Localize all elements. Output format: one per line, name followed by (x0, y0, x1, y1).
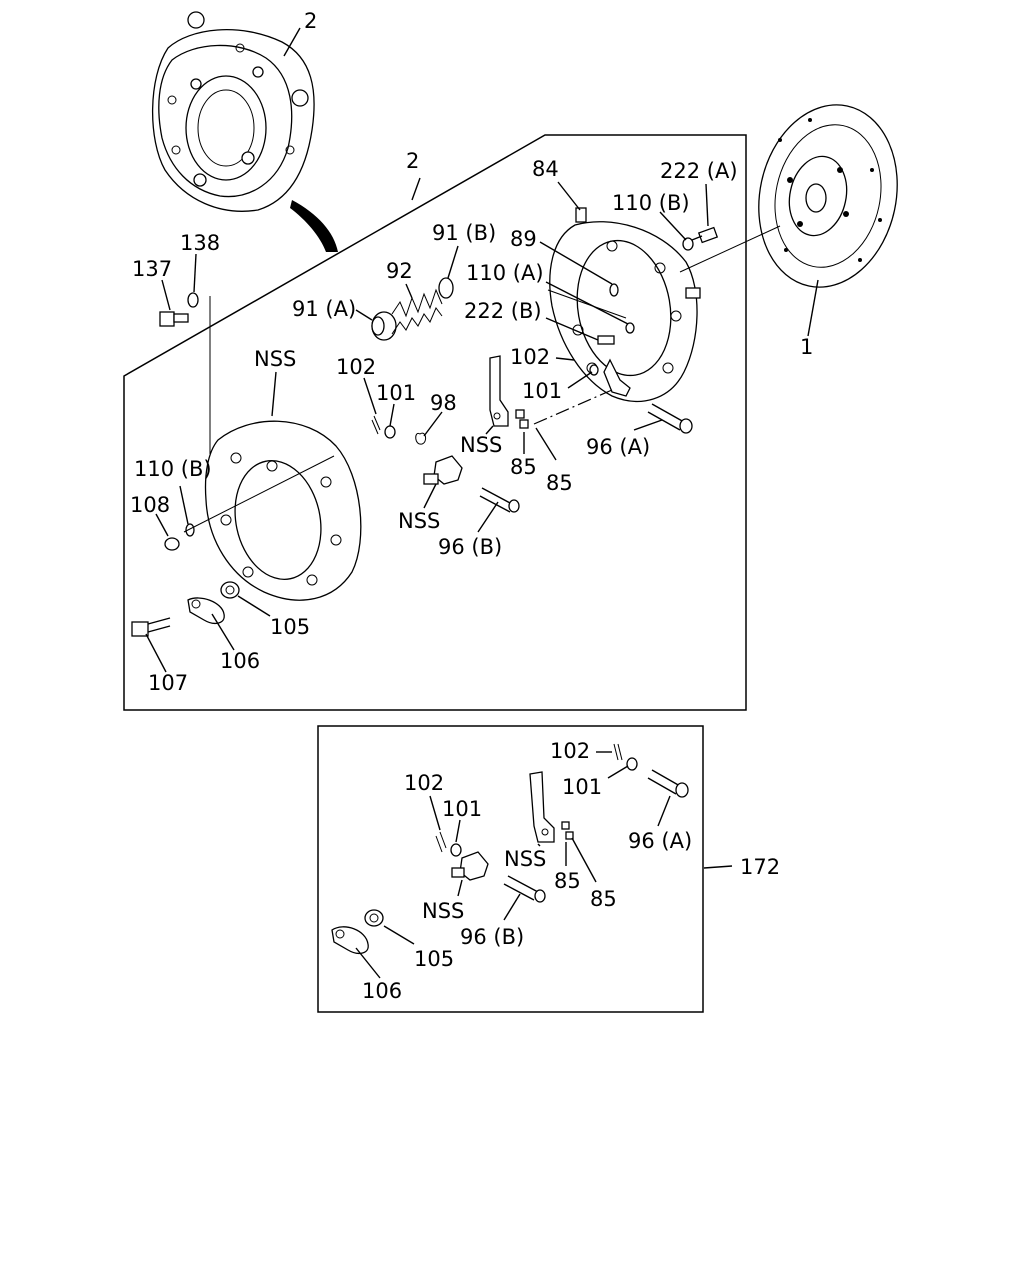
callout-labels: 2 2 84 222 (A) 110 (B) 91 (B) 89 92 110 … (130, 9, 813, 1003)
washer-101-main (384, 425, 396, 439)
callout-222a: 222 (A) (660, 159, 738, 183)
pin-96b (479, 487, 520, 513)
callout-110b-left: 110 (B) (134, 457, 212, 481)
callout-105-kit: 105 (414, 947, 454, 971)
callout-137: 137 (132, 257, 172, 281)
callout-85-right: 85 (546, 471, 573, 495)
callout-85-kit-right: 85 (590, 887, 617, 911)
spring-92 (391, 288, 443, 335)
callout-91a: 91 (A) (292, 297, 356, 321)
callout-102-main: 102 (336, 355, 376, 379)
callout-101-right: 101 (522, 379, 562, 403)
callout-1: 1 (800, 335, 813, 359)
callout-98: 98 (430, 391, 457, 415)
bolt-222b (597, 335, 615, 345)
washer-110a (625, 322, 635, 334)
repair-kit-frame (317, 725, 704, 1013)
washer-91b (438, 277, 454, 299)
washer-110b-left (185, 523, 195, 537)
callout-85-left: 85 (510, 455, 537, 479)
callout-107: 107 (148, 671, 188, 695)
callout-101-kit: 101 (442, 797, 482, 821)
callout-96b-main: 96 (B) (438, 535, 502, 559)
callout-101-main: 101 (376, 381, 416, 405)
callout-102-kit: 102 (404, 771, 444, 795)
kit-lever-nss (529, 771, 555, 843)
callout-110a: 110 (A) (466, 261, 544, 285)
eye-bolt-nss (423, 455, 463, 485)
pins-85 (515, 409, 529, 429)
callout-91b: 91 (B) (432, 221, 496, 245)
bolt-222a (691, 226, 719, 244)
washer-110b-top (682, 237, 694, 251)
main-assembly-frame (123, 134, 747, 711)
kit-eye-bolt-nss (451, 851, 489, 881)
assembly-center-lines (183, 225, 781, 533)
callout-101-kit-top: 101 (562, 775, 602, 799)
callout-105-main: 105 (270, 615, 310, 639)
kit-cotter-pin-102 (435, 831, 447, 853)
kit-washer-101 (450, 843, 462, 857)
plate-106-main (187, 597, 225, 625)
callout-106-kit: 106 (362, 979, 402, 1003)
leader-lines (145, 27, 819, 979)
kit-pins-85 (561, 821, 574, 840)
pressure-plate-assembly-view (151, 11, 315, 212)
lever-nss (489, 355, 509, 427)
callout-96a-kit: 96 (A) (628, 829, 692, 853)
kit-plate-106 (331, 926, 369, 955)
callout-92: 92 (386, 259, 413, 283)
pin-96a (647, 403, 693, 434)
flywheel-housing (204, 420, 362, 601)
kit-pin-96b (503, 875, 546, 903)
callout-2-top: 2 (304, 9, 317, 33)
exploded-view-arrow (290, 200, 338, 252)
pressure-plate-cover (549, 207, 701, 403)
callout-89: 89 (510, 227, 537, 251)
release-bearing-91a (371, 311, 397, 341)
callout-110b-top: 110 (B) (612, 191, 690, 215)
callout-2-main: 2 (406, 149, 419, 173)
callout-172: 172 (740, 855, 780, 879)
kit-pin-96a (647, 769, 689, 798)
callout-nss-lever: NSS (460, 433, 502, 457)
callout-96b-kit: 96 (B) (460, 925, 524, 949)
spring-clip-98 (415, 432, 427, 445)
kit-washer-101-top (626, 757, 638, 771)
nut-108 (164, 537, 180, 551)
washer-89 (609, 283, 619, 297)
nut-105-main (220, 581, 240, 599)
callout-138: 138 (180, 231, 220, 255)
bolt-137 (159, 311, 189, 327)
callout-85-kit-left: 85 (554, 869, 581, 893)
callout-222b: 222 (B) (464, 299, 542, 323)
washer-138 (187, 292, 199, 308)
cotter-pin-102-main (371, 415, 381, 435)
callout-96a-main: 96 (A) (586, 435, 650, 459)
callout-84: 84 (532, 157, 559, 181)
bolt-107 (131, 617, 171, 637)
callout-102-kit-top: 102 (550, 739, 590, 763)
callout-106-main: 106 (220, 649, 260, 673)
callout-nss-kit-eye: NSS (422, 899, 464, 923)
callout-nss-kit-lever: NSS (504, 847, 546, 871)
callout-nss-eye: NSS (398, 509, 440, 533)
washer-101-right (589, 364, 599, 376)
callout-nss-main: NSS (254, 347, 296, 371)
callout-102-right: 102 (510, 345, 550, 369)
clutch-disc (758, 104, 898, 288)
kit-nut-105 (364, 909, 384, 927)
kit-cotter-pin-102-top (613, 743, 623, 761)
callout-108: 108 (130, 493, 170, 517)
